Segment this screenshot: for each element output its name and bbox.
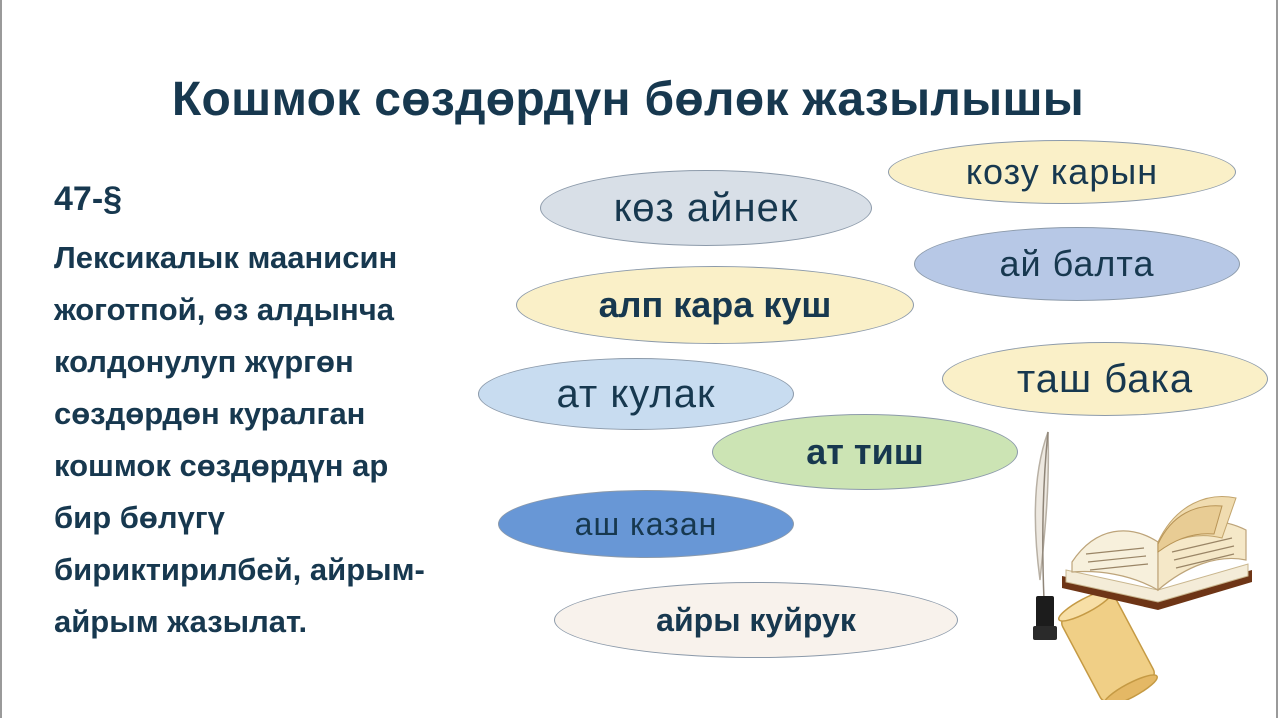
book-quill-scroll-icon bbox=[1026, 430, 1260, 707]
word-oval-airy-kuiruk: айры куйрук bbox=[554, 582, 958, 658]
word-oval-at-kulak: ат кулак bbox=[478, 358, 794, 430]
slide-title: Кошмок сөздөрдүн бөлөк жазылышы bbox=[171, 73, 1085, 126]
paragraph-number: 47-§ bbox=[54, 180, 123, 218]
word-oval-ash-kazan: аш казан bbox=[498, 490, 794, 558]
word-oval-alp-kara-kush: алп кара куш bbox=[516, 266, 914, 344]
word-oval-at-tish: ат тиш bbox=[712, 414, 1018, 490]
word-oval-ai-balta: ай балта bbox=[914, 227, 1240, 301]
word-oval-kozu-karyn: козу карын bbox=[888, 140, 1236, 204]
word-oval-tash-baka: таш бака bbox=[942, 342, 1268, 416]
paragraph-text: Лексикалык маанисин жоготпой, өз алдынча… bbox=[54, 240, 425, 639]
word-oval-koz-ainek: көз айнек bbox=[540, 170, 872, 246]
